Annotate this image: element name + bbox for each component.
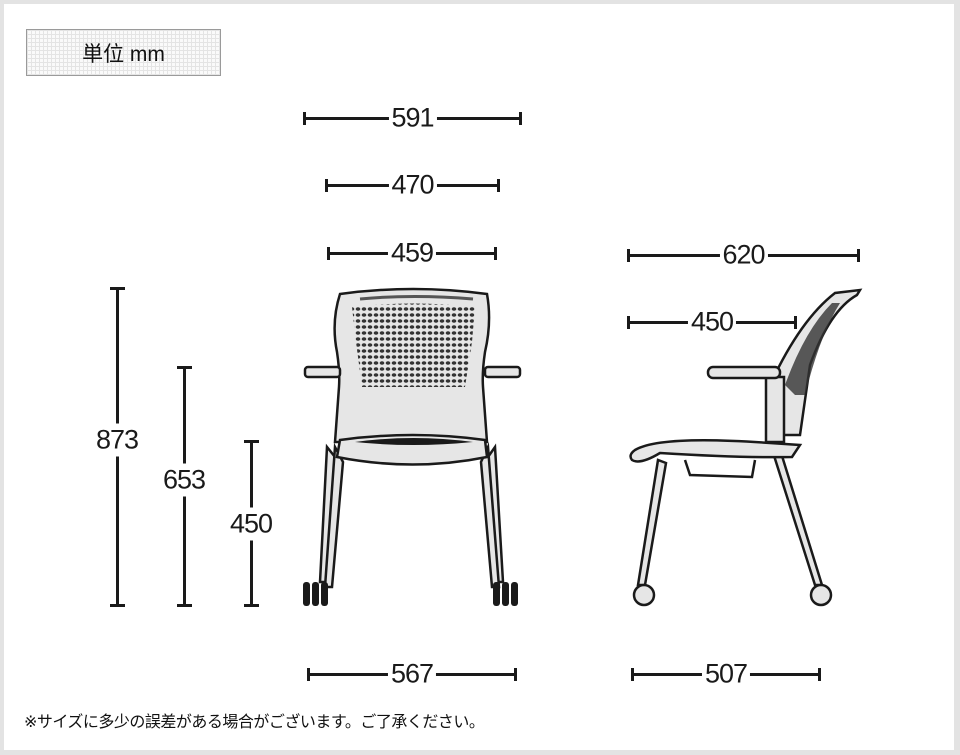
dimension-overall-depth: 620 — [627, 241, 860, 269]
dimension-overall-height: 873 — [95, 287, 139, 607]
dimension-base-width: 567 — [307, 660, 517, 688]
dimension-base-depth: 507 — [631, 660, 821, 688]
dimension-label: 591 — [388, 104, 437, 132]
dimension-seat-depth: 450 — [627, 308, 797, 336]
chair-side-view — [629, 288, 863, 607]
unit-label: 単位 mm — [82, 42, 165, 66]
unit-label-box: 単位 mm — [26, 29, 221, 76]
dimension-overall-width: 591 — [303, 104, 522, 132]
footnote: ※サイズに多少の誤差がある場合がございます。ご了承ください。 — [24, 714, 485, 731]
dimension-seat-height: 450 — [229, 440, 273, 607]
dimension-label: 450 — [229, 507, 273, 541]
dimension-label: 620 — [719, 241, 768, 269]
chair-front-view — [303, 287, 522, 606]
dimension-label: 450 — [687, 308, 737, 336]
dimension-label: 873 — [95, 423, 139, 457]
dimension-label: 653 — [162, 463, 206, 497]
dimension-label: 507 — [701, 660, 751, 688]
dimension-label: 470 — [388, 171, 437, 199]
dimension-arm-inner-width: 470 — [325, 171, 500, 199]
dimension-label: 567 — [387, 660, 437, 688]
dimension-back-width: 459 — [327, 239, 497, 267]
dimension-label: 459 — [387, 239, 437, 267]
dimension-arm-height: 653 — [162, 366, 206, 607]
